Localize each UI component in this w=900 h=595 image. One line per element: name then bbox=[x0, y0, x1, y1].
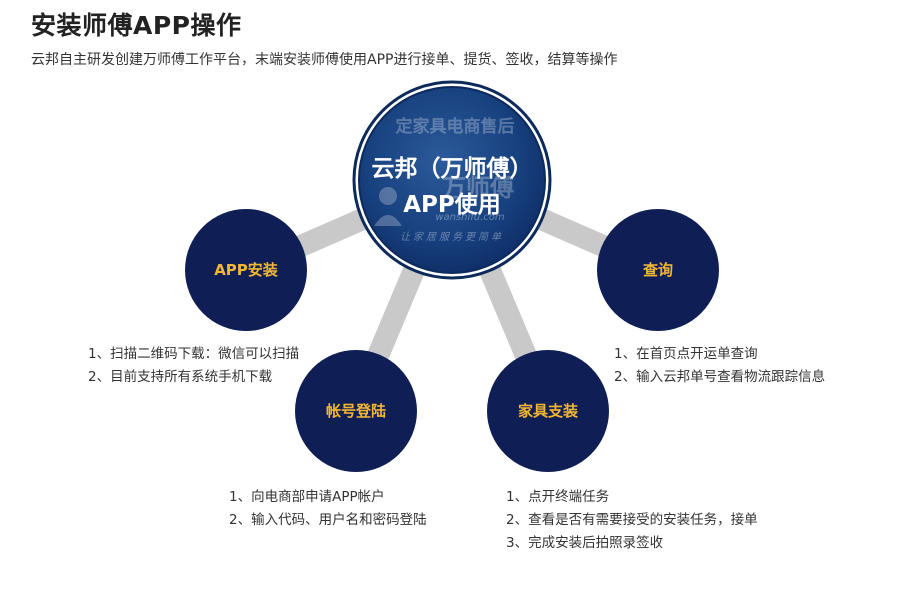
watermark-logo: 定家具电商售后 万师傅 wanshifu.com 让家居服务更简单 bbox=[374, 116, 515, 243]
node-furniture-circle bbox=[487, 350, 609, 472]
node-account: 帐号登陆 bbox=[295, 350, 417, 472]
node-query: 查询 bbox=[597, 209, 719, 331]
account-note-1: 1、向电商部申请APP帐户 bbox=[229, 489, 385, 505]
furniture-note-1: 1、点开终端任务 bbox=[506, 489, 610, 505]
page-subtitle: 云邦自主研发创建万师傅工作平台，末端安装师傅使用APP进行接单、提货、签收，结算… bbox=[31, 52, 618, 68]
query-note-1: 1、在首页点开运单查询 bbox=[614, 346, 758, 362]
worker-icon bbox=[374, 187, 402, 226]
node-install-circle bbox=[185, 209, 307, 331]
account-notes: 1、向电商部申请APP帐户 2、输入代码、用户名和密码登陆 bbox=[229, 486, 427, 532]
query-notes: 1、在首页点开运单查询 2、输入云邦单号查看物流跟踪信息 bbox=[614, 343, 825, 389]
center-hub: 定家具电商售后 万师傅 wanshifu.com 让家居服务更简单 云邦（万师傅… bbox=[352, 80, 552, 280]
install-note-2: 2、目前支持所有系统手机下载 bbox=[88, 369, 273, 385]
install-note-1: 1、扫描二维码下载：微信可以扫描 bbox=[88, 346, 300, 362]
node-account-circle bbox=[295, 350, 417, 472]
furniture-notes: 1、点开终端任务 2、查看是否有需要接受的安装任务，接单 3、完成安装后拍照录签… bbox=[506, 486, 758, 555]
watermark-slogan: 让家居服务更简单 bbox=[400, 231, 504, 243]
node-query-label: 查询 bbox=[643, 261, 673, 279]
watermark-url: wanshifu.com bbox=[435, 212, 505, 223]
node-account-label: 帐号登陆 bbox=[326, 402, 386, 420]
page-title: 安装师傅APP操作 bbox=[31, 11, 242, 40]
node-query-circle bbox=[597, 209, 719, 331]
node-install: APP安装 bbox=[185, 209, 307, 331]
watermark-brand: 万师傅 bbox=[442, 174, 514, 202]
center-circle bbox=[358, 86, 546, 274]
furniture-note-2: 2、查看是否有需要接受的安装任务，接单 bbox=[506, 512, 758, 528]
node-install-label: APP安装 bbox=[214, 261, 279, 279]
node-furniture: 家具支装 bbox=[487, 350, 609, 472]
watermark-top: 定家具电商售后 bbox=[396, 116, 515, 137]
account-note-2: 2、输入代码、用户名和密码登陆 bbox=[229, 512, 427, 528]
install-notes: 1、扫描二维码下载：微信可以扫描 2、目前支持所有系统手机下载 bbox=[88, 343, 299, 389]
center-title-line2: APP使用 bbox=[403, 192, 501, 218]
center-title-line1: 云邦（万师傅） bbox=[372, 155, 533, 182]
furniture-note-3: 3、完成安装后拍照录签收 bbox=[506, 535, 664, 551]
query-note-2: 2、输入云邦单号查看物流跟踪信息 bbox=[614, 369, 826, 385]
node-furniture-label: 家具支装 bbox=[518, 402, 579, 420]
